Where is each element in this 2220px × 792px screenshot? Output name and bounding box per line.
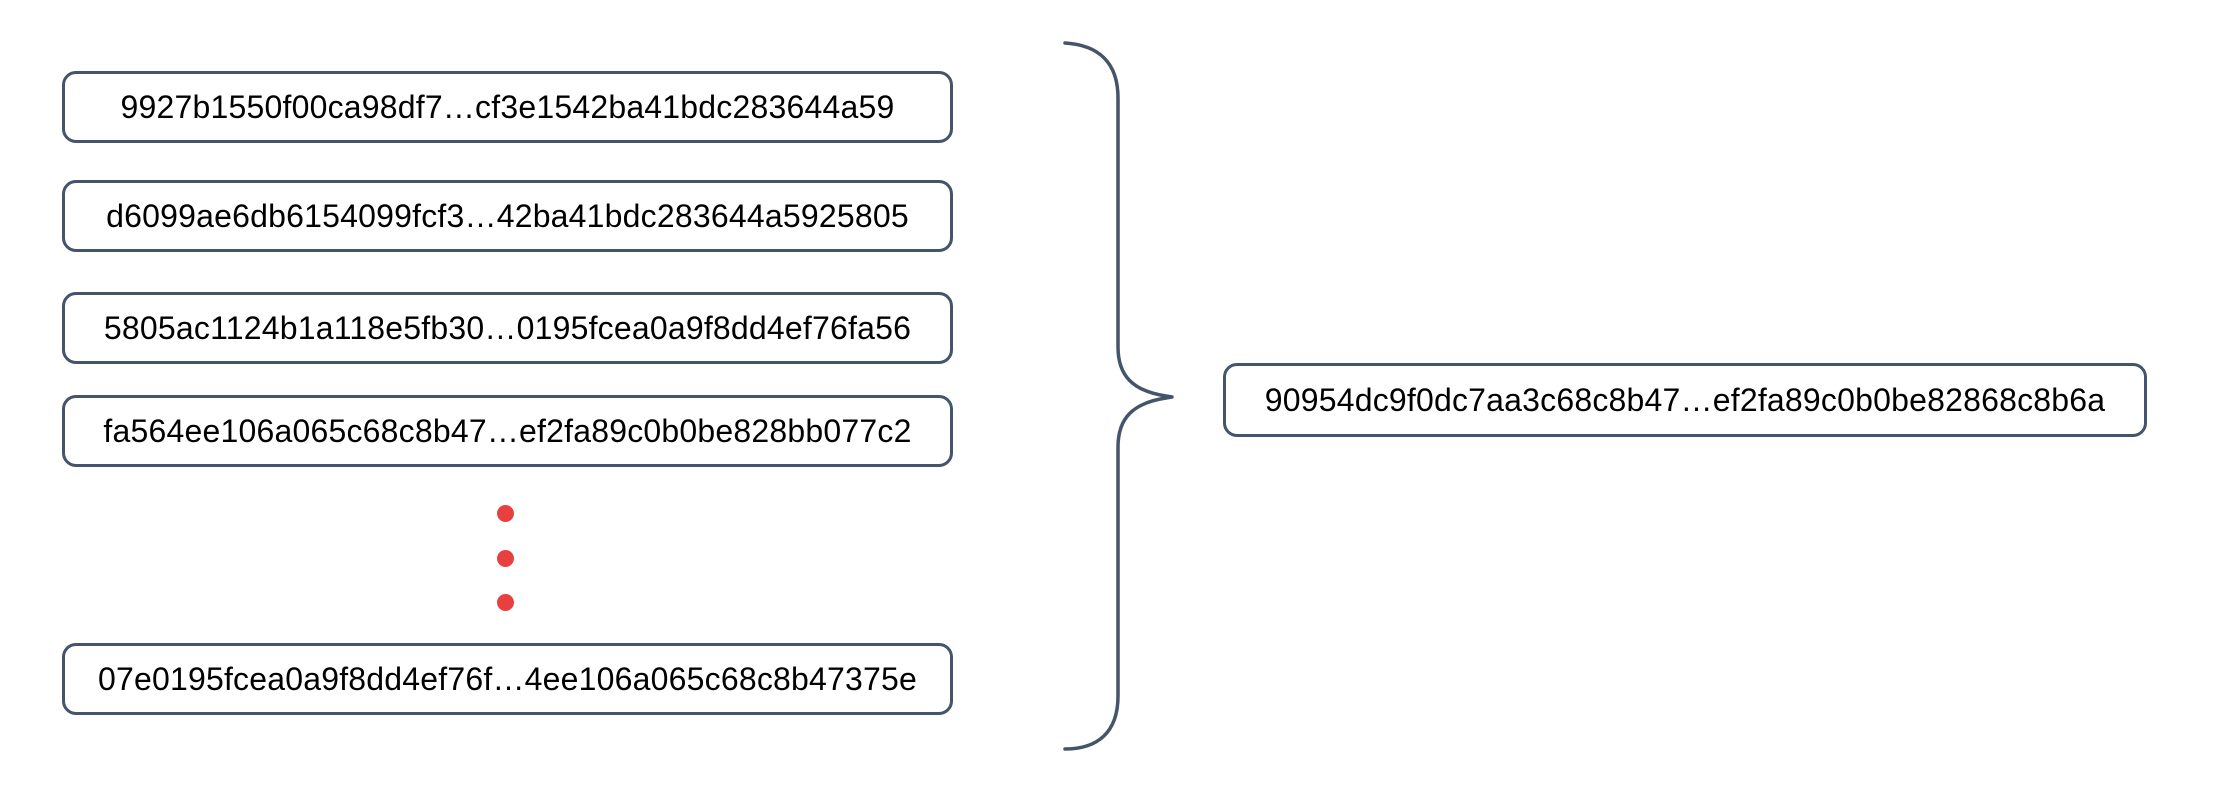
output-hash-box: 90954dc9f0dc7aa3c68c8b47…ef2fa89c0b0be82…	[1223, 363, 2147, 437]
input-hash-label-2: d6099ae6db6154099fcf3…42ba41bdc283644a59…	[106, 197, 909, 234]
vertical-ellipsis-dot	[497, 594, 514, 611]
input-hash-box-3: 5805ac1124b1a118e5fb30…0195fcea0a9f8dd4e…	[62, 292, 953, 364]
vertical-ellipsis-dot	[497, 505, 514, 522]
curly-brace-path	[1063, 41, 1174, 751]
output-hash-label: 90954dc9f0dc7aa3c68c8b47…ef2fa89c0b0be82…	[1264, 381, 2106, 418]
input-hash-box-5: 07e0195fcea0a9f8dd4ef76f…4ee106a065c68c8…	[62, 643, 953, 715]
input-hash-box-1: 9927b1550f00ca98df7…cf3e1542ba41bdc28364…	[62, 71, 953, 143]
input-hash-label-5: 07e0195fcea0a9f8dd4ef76f…4ee106a065c68c8…	[97, 660, 918, 697]
input-hash-box-2: d6099ae6db6154099fcf3…42ba41bdc283644a59…	[62, 180, 953, 252]
input-hash-box-4: fa564ee106a065c68c8b47…ef2fa89c0b0be828b…	[62, 395, 953, 467]
input-hash-label-1: 9927b1550f00ca98df7…cf3e1542ba41bdc28364…	[120, 88, 895, 125]
input-hash-label-4: fa564ee106a065c68c8b47…ef2fa89c0b0be828b…	[103, 412, 912, 449]
input-hash-label-3: 5805ac1124b1a118e5fb30…0195fcea0a9f8dd4e…	[103, 309, 912, 346]
vertical-ellipsis-dot	[497, 550, 514, 567]
